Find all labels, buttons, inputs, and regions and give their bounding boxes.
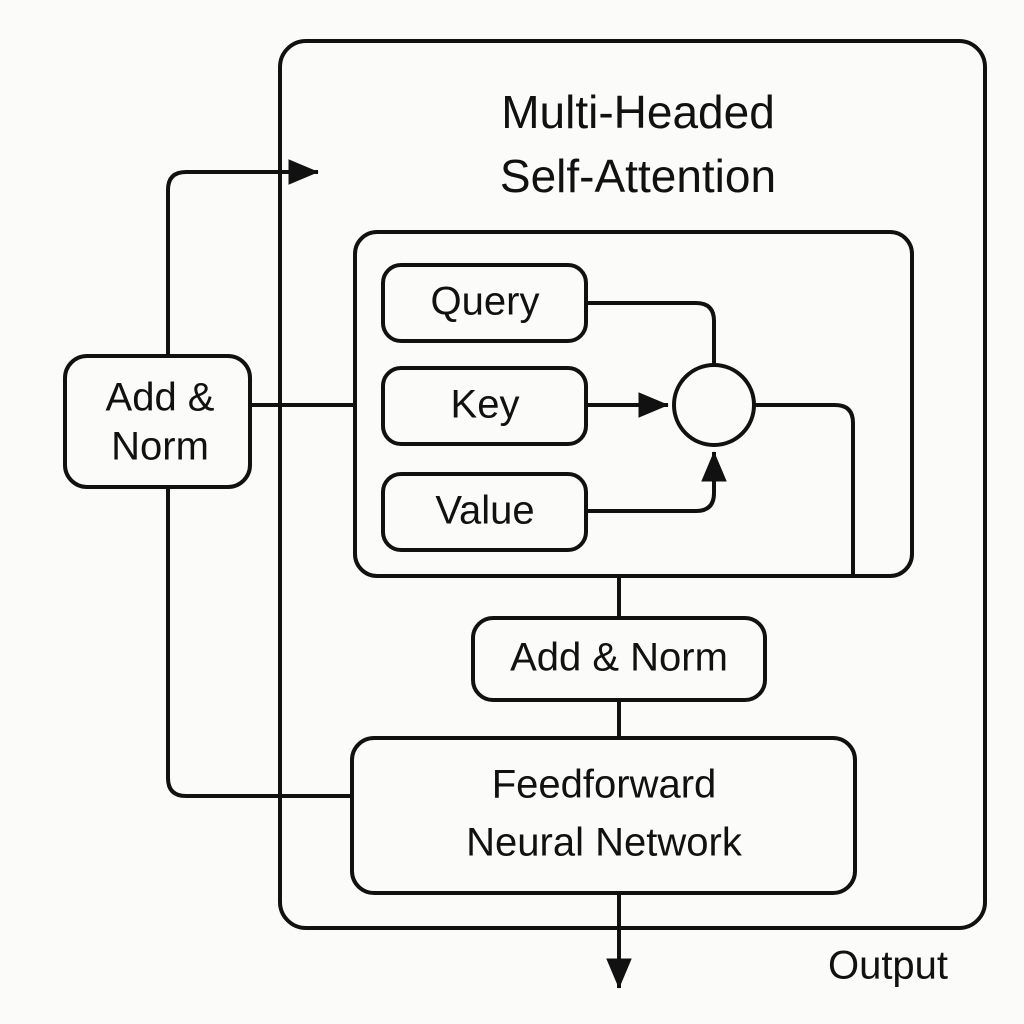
edge-query-to-combine: [586, 301, 716, 367]
edge-value-to-combine: [586, 451, 727, 513]
key-label: Key: [451, 383, 520, 427]
add-norm-bottom-box[interactable]: [471, 616, 767, 702]
value-label: Value: [435, 489, 534, 533]
add-norm-left-label-line1: Add &: [106, 376, 215, 420]
output-label: Output: [828, 944, 948, 988]
add-norm-left-box[interactable]: [63, 354, 252, 489]
query-box[interactable]: [381, 263, 588, 343]
add-norm-left-label-line2: Norm: [111, 425, 209, 469]
block-title-line2: Self-Attention: [500, 150, 776, 202]
feedforward-label-line1: Feedforward: [492, 763, 717, 807]
combine-node[interactable]: [672, 363, 756, 447]
query-label: Query: [431, 280, 540, 324]
feedforward-label-line2: Neural Network: [466, 821, 743, 865]
multi-headed-self-attention-block: [278, 39, 987, 930]
edge-combine-to-block-output: [752, 403, 855, 578]
feedforward-box[interactable]: [350, 736, 857, 895]
key-box[interactable]: [381, 366, 588, 446]
block-title-line1: Multi-Headed: [501, 86, 775, 138]
value-box[interactable]: [381, 472, 588, 552]
add-norm-bottom-label: Add & Norm: [510, 636, 728, 680]
